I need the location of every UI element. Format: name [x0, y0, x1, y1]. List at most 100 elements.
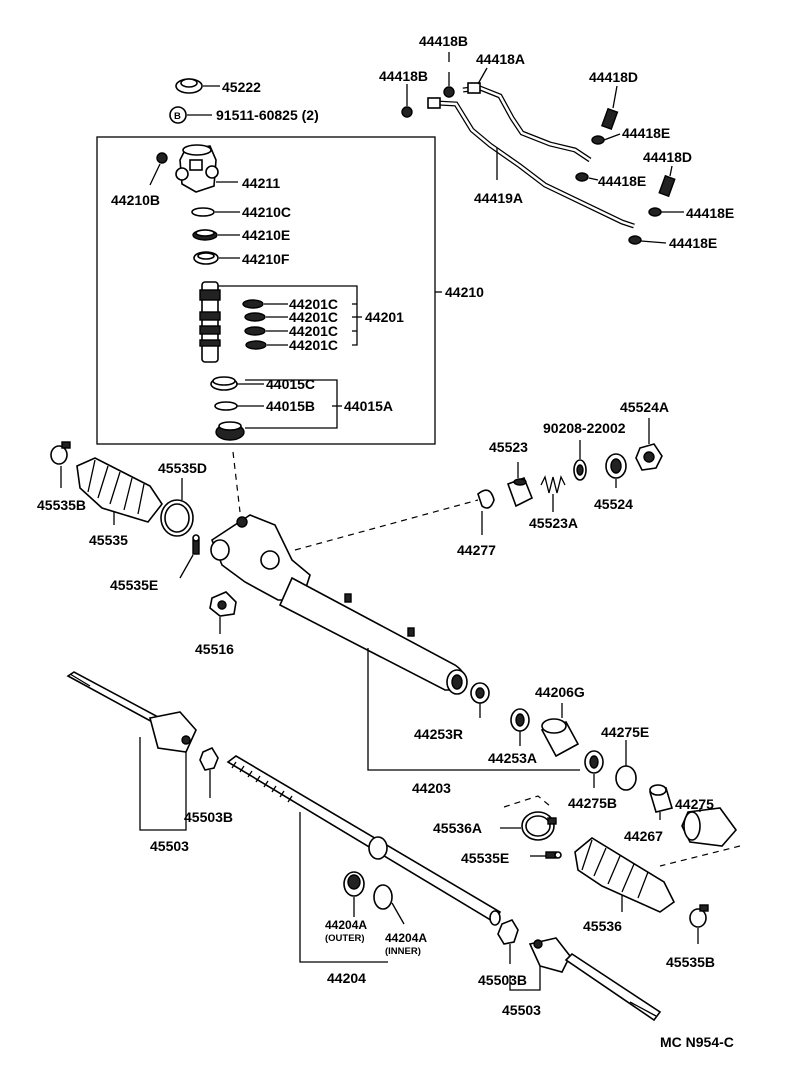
label-44275e: 44275E: [601, 724, 649, 740]
part-44418d-bolt-2[interactable]: [658, 174, 676, 198]
part-44015c-bearing[interactable]: [210, 376, 238, 391]
part-45535b-clamp-bottom[interactable]: [689, 904, 709, 928]
part-44204a-inner-ring[interactable]: [373, 884, 393, 910]
label-44204a-outer: 44204A: [325, 918, 367, 932]
label-45535e-bot: 45535E: [461, 850, 509, 866]
label-44203: 44203: [412, 780, 451, 796]
part-44418e-washer-2[interactable]: [575, 172, 589, 182]
label-45535b-bot: 45535B: [666, 954, 715, 970]
part-45524-plug[interactable]: [605, 453, 627, 479]
part-44418b-top-nut[interactable]: [443, 86, 455, 98]
part-44211-housing[interactable]: [175, 144, 219, 193]
part-45535b-clamp-top[interactable]: [50, 441, 71, 465]
label-44418e-1: 44418E: [622, 125, 670, 141]
label-45535e-top: 45535E: [110, 577, 158, 593]
assembly-box-44210: [96, 136, 436, 445]
part-44418e-washer-4[interactable]: [628, 235, 642, 245]
label-45222: 45222: [222, 79, 261, 95]
part-45535-boot[interactable]: [76, 457, 163, 523]
label-44275: 44275: [675, 796, 714, 812]
label-45536a: 45536A: [433, 820, 482, 836]
part-45536a-band[interactable]: [521, 811, 557, 841]
part-44275e-oring[interactable]: [615, 765, 637, 791]
label-45535b-top: 45535B: [37, 497, 86, 513]
label-45503-bot: 45503: [502, 1002, 541, 1018]
part-gear-housing-44203[interactable]: [210, 514, 468, 695]
label-90208: 90208-22002: [543, 420, 626, 436]
part-44418d-bolt-1[interactable]: [600, 107, 619, 131]
part-45503-tie-rod-left[interactable]: [66, 671, 197, 753]
label-44201c-1: 44201C: [289, 296, 338, 312]
part-44277-guide[interactable]: [477, 489, 495, 509]
part-44201c-rings[interactable]: [242, 299, 267, 350]
part-45222-cap[interactable]: [175, 78, 203, 94]
label-44253a: 44253A: [488, 750, 537, 766]
part-45523a-spring[interactable]: [540, 475, 566, 494]
label-44418e-3: 44418E: [686, 205, 734, 221]
part-45516-plug[interactable]: [209, 591, 237, 617]
label-45535d: 45535D: [158, 460, 207, 476]
part-44418b-left-nut[interactable]: [401, 106, 413, 118]
part-45503b-nut-bottom[interactable]: [497, 919, 519, 945]
part-control-valve-spool[interactable]: [199, 281, 221, 363]
label-44204a-outer-sub: (OUTER): [325, 933, 365, 944]
label-44277: 44277: [457, 542, 496, 558]
part-44210b-nut[interactable]: [156, 152, 168, 164]
part-44210e-seal[interactable]: [192, 229, 218, 241]
label-45503b-top: 45503B: [184, 809, 233, 825]
part-45503-tie-rod-right[interactable]: [528, 937, 662, 1022]
part-90208-washer[interactable]: [573, 459, 587, 481]
part-44418e-washer-1[interactable]: [591, 135, 605, 145]
part-91511-bolt-icon[interactable]: B: [169, 106, 187, 124]
label-44210: 44210: [445, 284, 484, 300]
part-44418e-washer-3[interactable]: [648, 207, 662, 217]
label-44204a-inner: 44204A: [385, 931, 427, 945]
label-44253r: 44253R: [414, 726, 463, 742]
part-pressure-pipes[interactable]: [427, 82, 635, 229]
label-45523a: 45523A: [529, 515, 578, 531]
part-45523-rack-guide[interactable]: [506, 476, 534, 508]
part-45535e-clip-bottom[interactable]: [545, 851, 562, 859]
label-45524: 45524: [594, 496, 633, 512]
part-44275b-seal[interactable]: [584, 750, 604, 774]
part-45535d-band[interactable]: [160, 499, 194, 537]
label-44015b: 44015B: [266, 398, 315, 414]
part-45536-boot[interactable]: [574, 837, 676, 913]
part-44210f-ring[interactable]: [193, 251, 219, 265]
label-44201c-4: 44201C: [289, 337, 338, 353]
part-45524a-locknut[interactable]: [635, 443, 663, 471]
label-44418d-2: 44418D: [643, 149, 692, 165]
label-44210f: 44210F: [242, 251, 290, 267]
part-44275-boot[interactable]: [681, 807, 738, 847]
part-44204-rack-bar[interactable]: [226, 755, 502, 926]
part-45503b-nut-top[interactable]: [199, 746, 219, 771]
label-44275b: 44275B: [568, 795, 617, 811]
part-44253a-seal[interactable]: [510, 708, 530, 732]
label-b-marker: B: [174, 111, 181, 122]
part-44015a-seal[interactable]: [215, 421, 245, 441]
label-44201: 44201: [365, 309, 404, 325]
label-45536: 45536: [583, 918, 622, 934]
label-44418e-4: 44418E: [669, 235, 717, 251]
diagram-code: MC N954-C: [660, 1034, 734, 1050]
label-45516: 45516: [195, 641, 234, 657]
label-44201c-3: 44201C: [289, 323, 338, 339]
part-44204a-outer-bushing[interactable]: [343, 871, 365, 897]
part-44015b-ring[interactable]: [214, 401, 238, 411]
part-44253r-seal[interactable]: [470, 682, 490, 704]
part-44210c-oring[interactable]: [191, 207, 215, 217]
label-45503-top: 45503: [150, 838, 189, 854]
part-44206g-bushing[interactable]: [540, 718, 580, 758]
label-44204a-inner-sub: (INNER): [385, 946, 421, 957]
label-91511: 91511-60825 (2): [216, 107, 319, 123]
part-44267-bushing[interactable]: [648, 784, 674, 813]
part-45535e-clip-top[interactable]: [192, 534, 200, 555]
label-44211: 44211: [242, 175, 280, 191]
label-44418e-2: 44418E: [598, 173, 646, 189]
label-44418b-left: 44418B: [379, 68, 428, 84]
label-45523: 45523: [489, 439, 528, 455]
label-44418b-top: 44418B: [419, 33, 468, 49]
label-44267: 44267: [624, 828, 663, 844]
label-44206g: 44206G: [535, 684, 585, 700]
